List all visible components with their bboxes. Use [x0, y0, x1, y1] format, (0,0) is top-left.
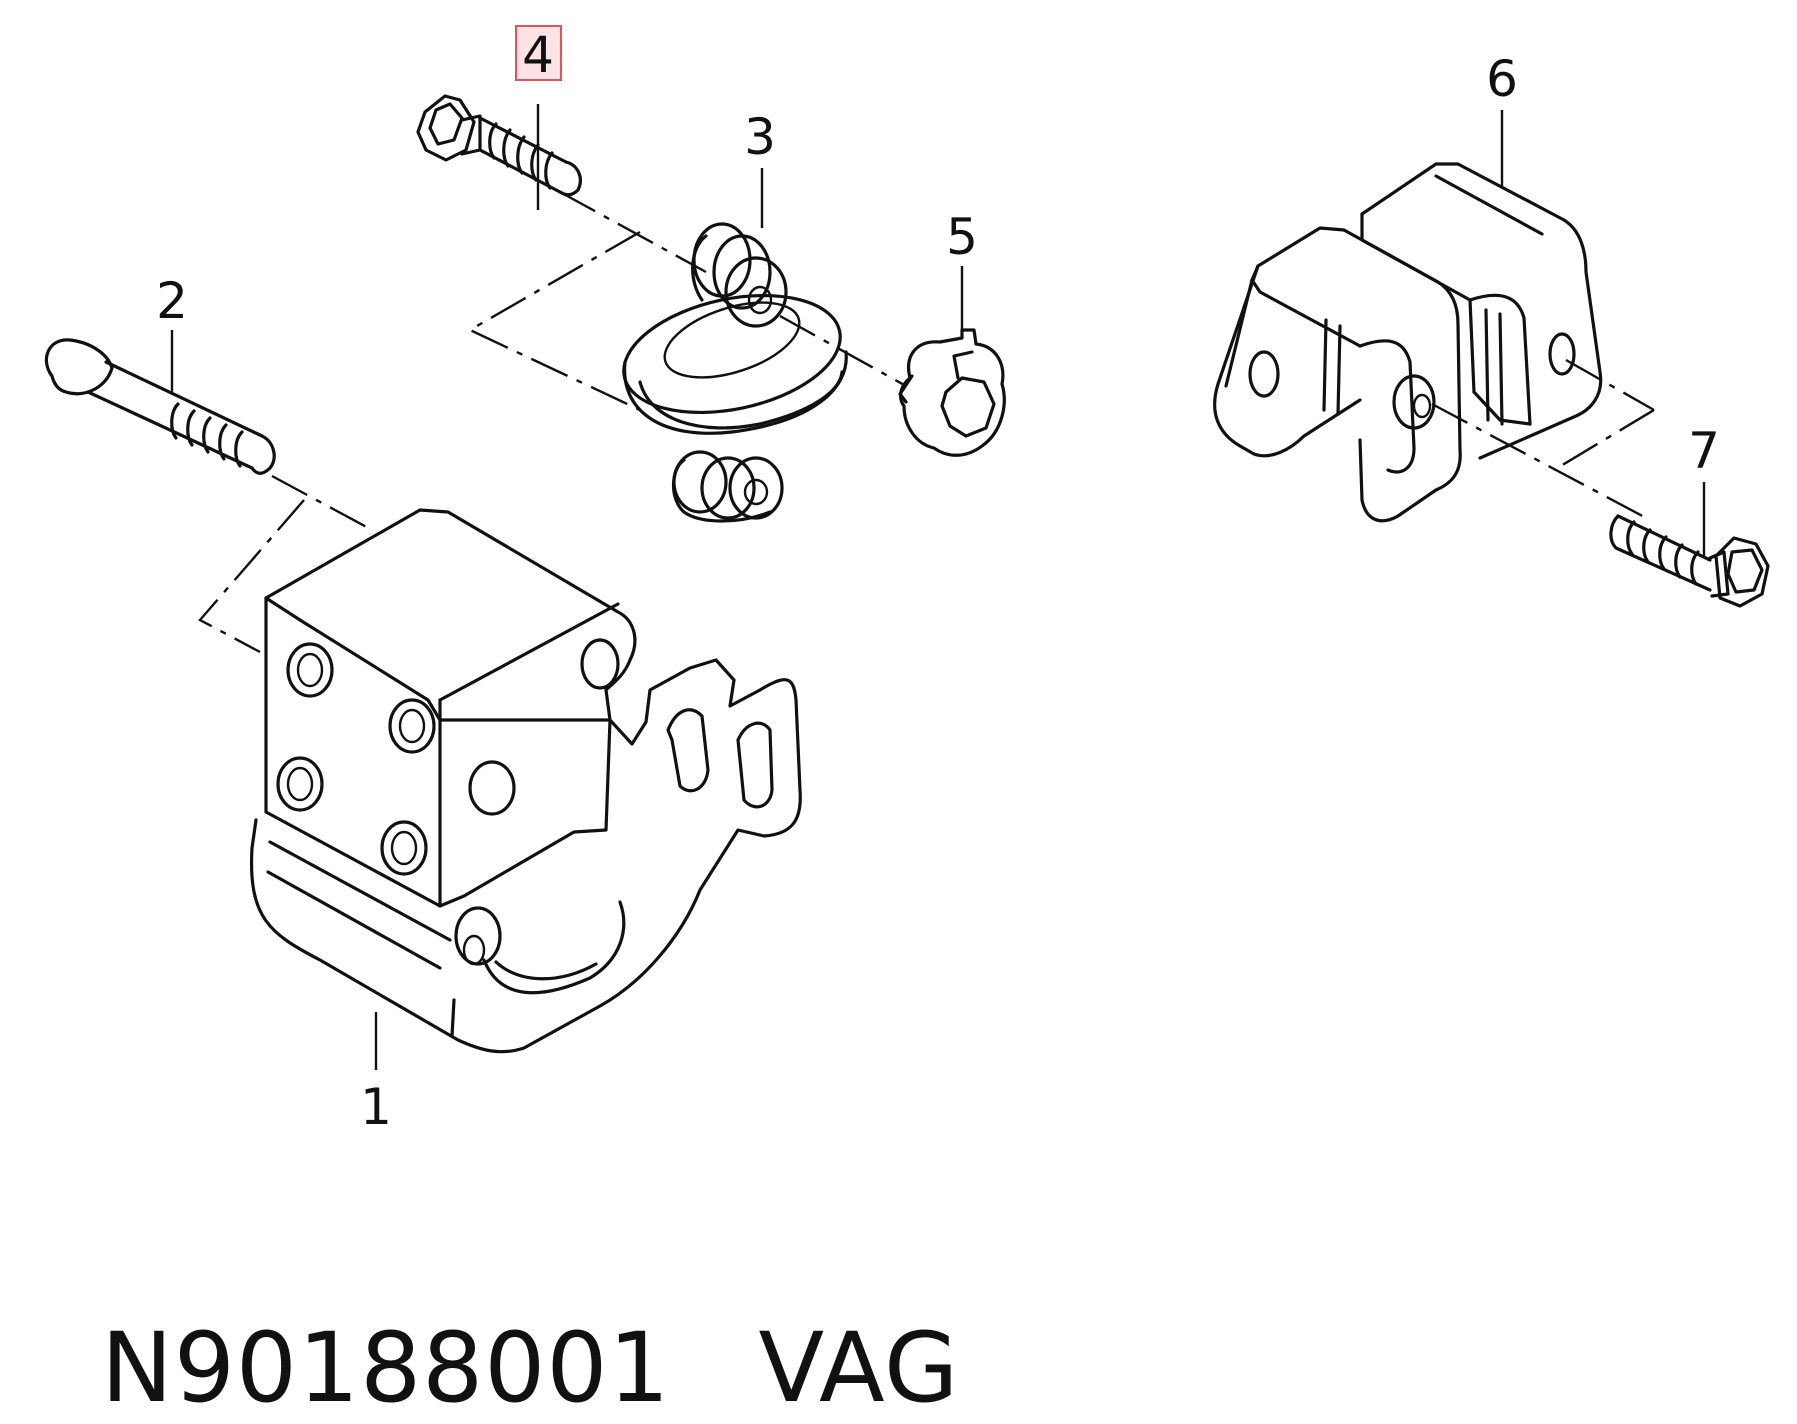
callout-7[interactable]: 7 [1688, 422, 1720, 480]
part-5-nut [898, 328, 1006, 457]
callout-6[interactable]: 6 [1486, 50, 1518, 108]
callout-4-highlight [515, 25, 562, 81]
callouts: 4 3 5 2 6 7 1 [156, 25, 1720, 1136]
callout-2[interactable]: 2 [156, 272, 188, 330]
part-number: N90188001 [101, 1312, 671, 1424]
callout-4[interactable]: 4 [522, 26, 554, 84]
part-6-bracket [1213, 162, 1603, 523]
exploded-parts-diagram: 4 3 5 2 6 7 1 [44, 25, 1770, 1136]
callout-3[interactable]: 3 [744, 108, 776, 166]
part-reference: N90188001 VAG [38, 1200, 959, 1424]
part-7-bolt [1609, 514, 1770, 608]
leader-lines [170, 104, 1706, 1070]
assembly-axes [198, 190, 1655, 654]
brand-name: VAG [758, 1312, 960, 1424]
part-3-damper [622, 222, 848, 523]
part-1-mount [249, 508, 802, 1054]
callout-5[interactable]: 5 [946, 208, 978, 266]
part-4-bolt [416, 94, 582, 197]
part-2-bolt [44, 338, 276, 475]
callout-1[interactable]: 1 [360, 1078, 392, 1136]
